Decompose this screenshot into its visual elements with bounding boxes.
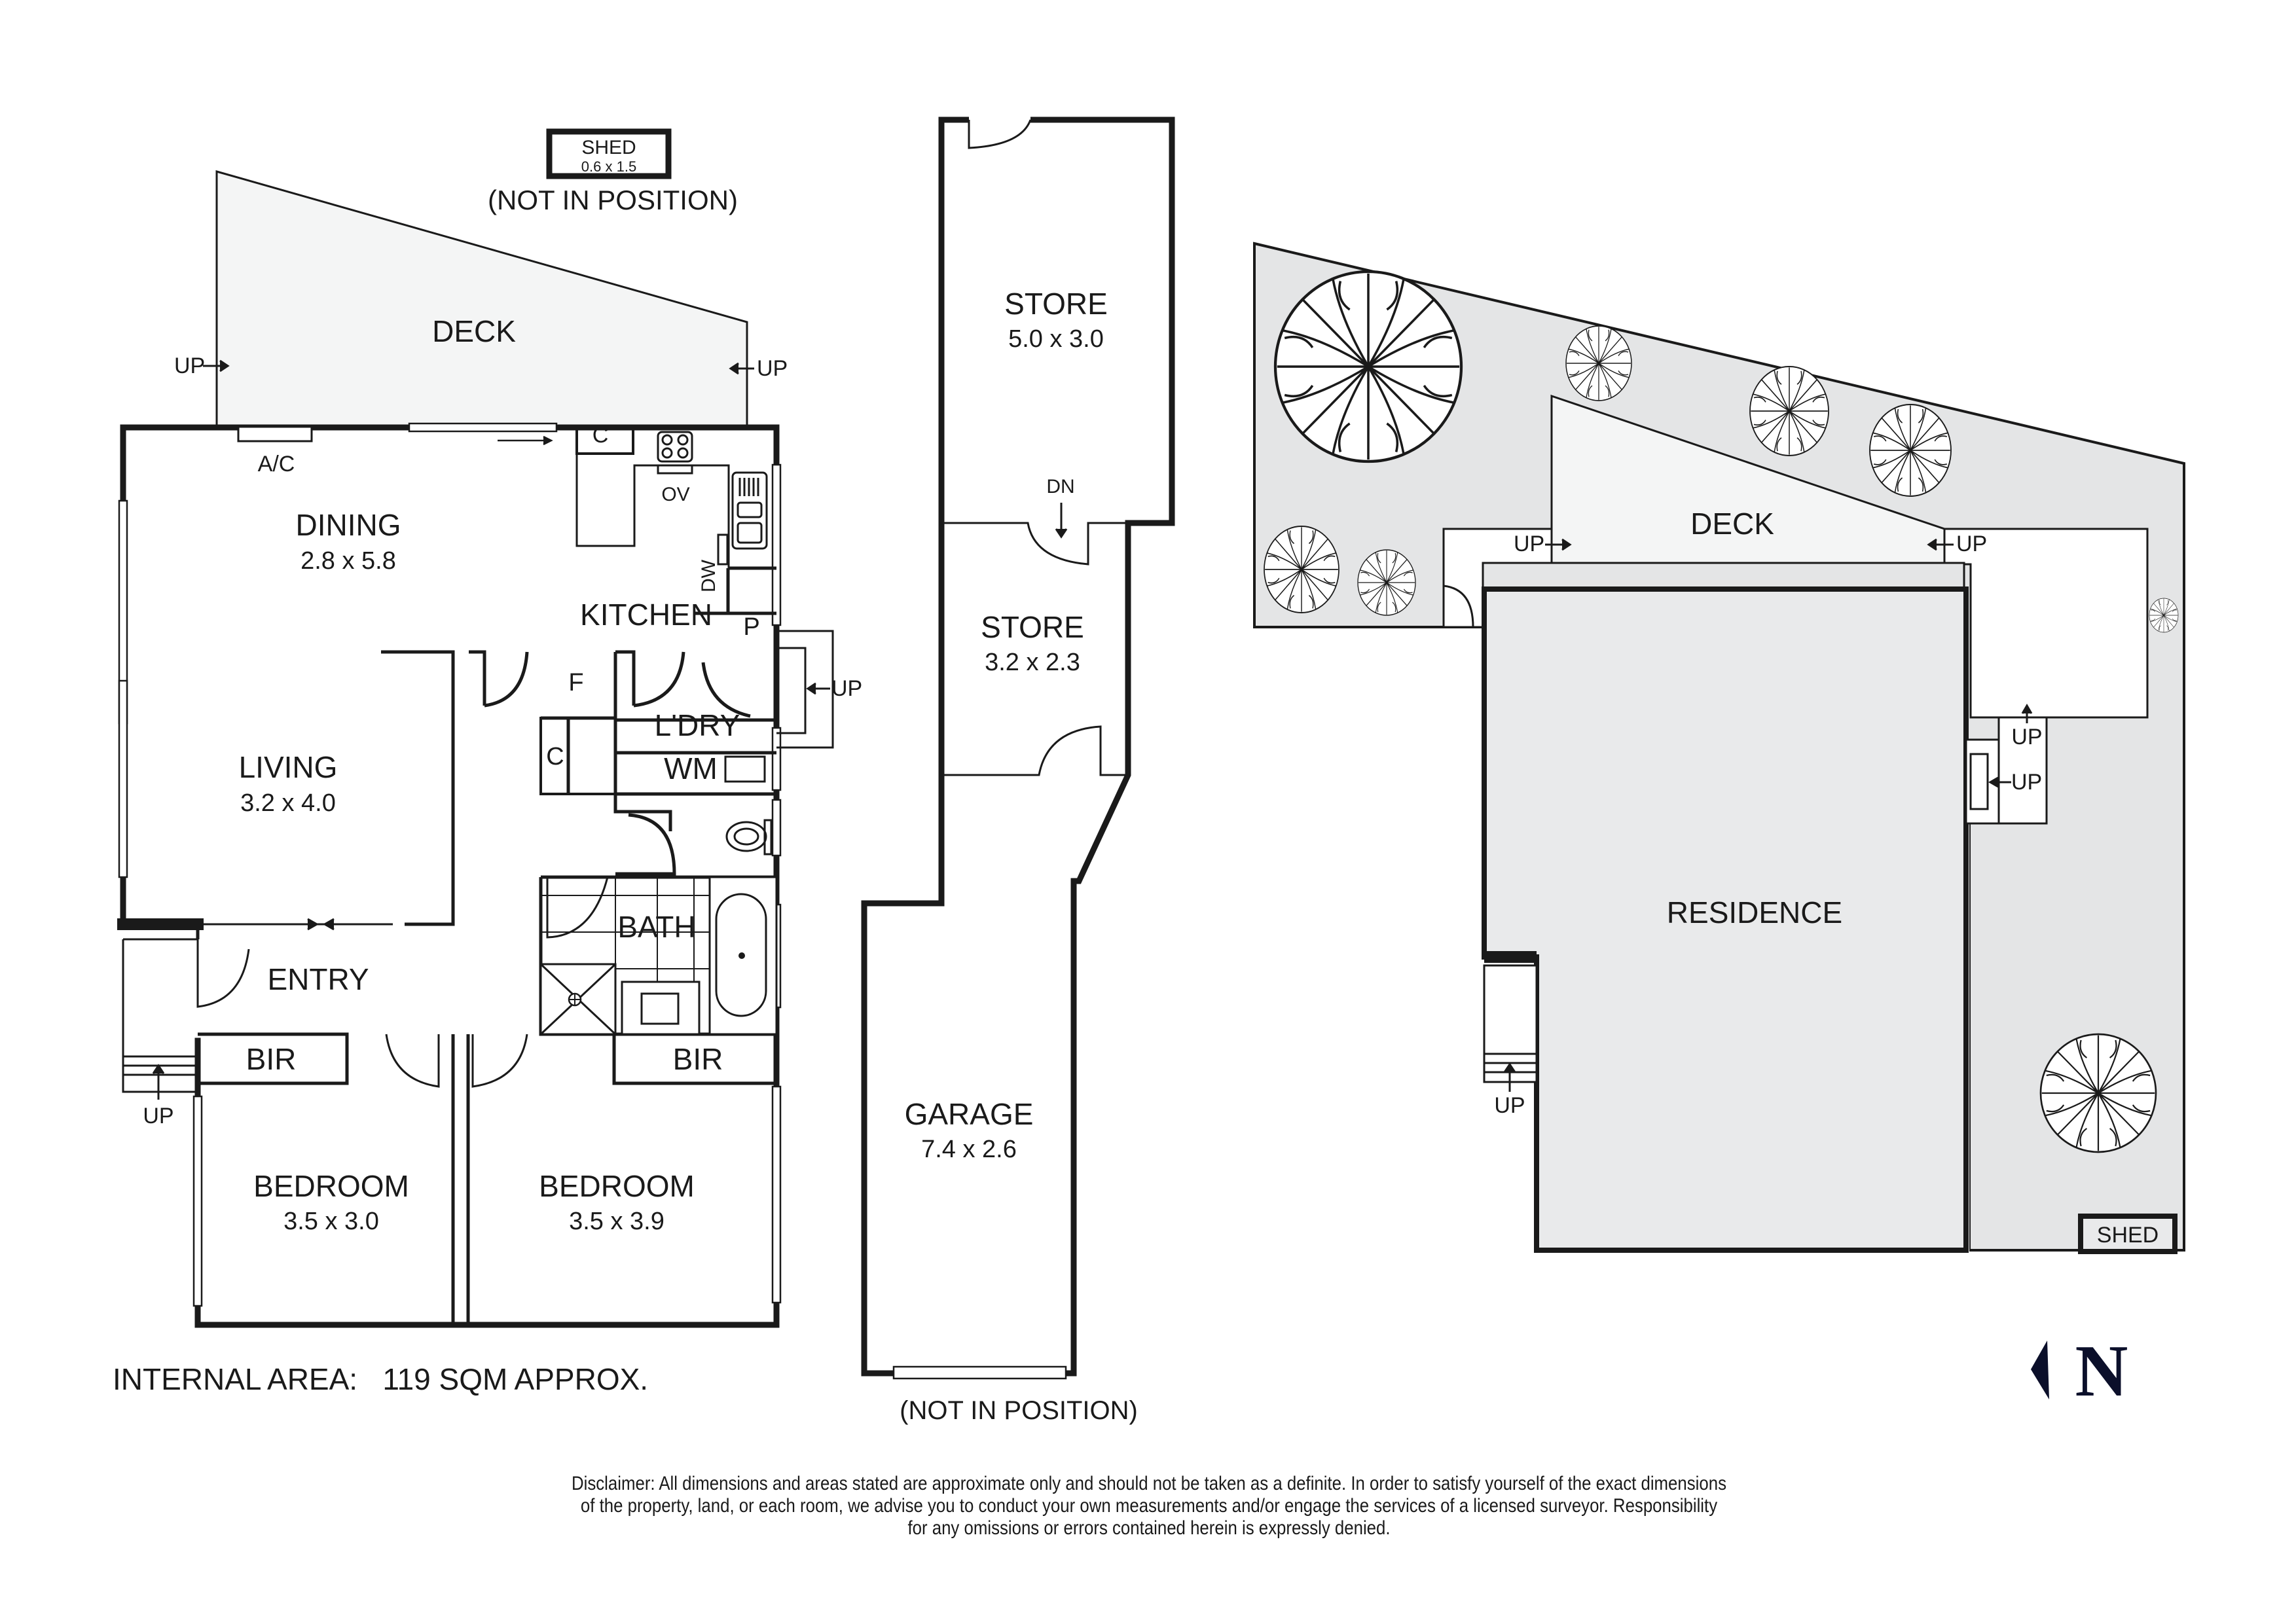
bedroom-1-dims: 3.5 x 3.0: [283, 1208, 379, 1235]
ac-label: A/C: [258, 452, 295, 477]
bedroom-2-dims: 3.5 x 3.9: [569, 1208, 665, 1235]
dining-dims: 2.8 x 5.8: [301, 547, 396, 575]
deck-label: DECK: [432, 314, 516, 348]
dishwasher-label: DW: [698, 559, 720, 592]
entry-label: ENTRY: [267, 962, 369, 996]
site-shed-label: SHED: [2097, 1223, 2159, 1248]
site-entry-up-arrow-icon: [1503, 1062, 1516, 1092]
garage-label: GARAGE: [905, 1097, 1034, 1131]
site-deck-edge: [1482, 562, 1965, 590]
site-deck-label: DECK: [1690, 507, 1774, 541]
site-gate-icon: [1443, 585, 1474, 628]
internal-area: INTERNAL AREA: 119 SQM APPROX.: [113, 1361, 648, 1397]
shed-dims: 0.6 x 1.5: [581, 158, 636, 175]
disclaimer-line-2: of the property, land, or each room, we …: [580, 1495, 1718, 1517]
site-shed-box: [2078, 1214, 2178, 1254]
cupboard-2-label: C: [546, 743, 564, 770]
entry-sliding-arrows-icon: [275, 918, 367, 931]
bedroom-2-label: BEDROOM: [539, 1169, 695, 1203]
site-deck-right-up-arrow-icon: [1927, 538, 1954, 551]
internal-area-value: 119 SQM APPROX.: [382, 1362, 649, 1396]
washing-machine-icon: [724, 755, 766, 783]
shed-label-box: SHED 0.6 x 1.5: [546, 128, 672, 179]
deck-right-up-arrow-icon: [729, 362, 754, 375]
stair-down-arrow-icon: [1055, 503, 1068, 539]
living-dims: 3.2 x 4.0: [240, 789, 336, 817]
laundry-up-label: UP: [831, 676, 862, 701]
store-2-dims: 3.2 x 2.3: [985, 649, 1080, 676]
cupboard-label: C: [592, 423, 609, 448]
tree-icon: [1565, 325, 1632, 401]
garage-not-in-position-note: (NOT IN POSITION): [900, 1396, 1138, 1425]
tree-icon: [1275, 272, 1461, 461]
site-entry-up-label: UP: [1494, 1093, 1525, 1118]
oven-label: OV: [661, 484, 689, 505]
laundry-up-arrow-icon: [806, 682, 830, 695]
bir-1-label: BIR: [246, 1042, 297, 1076]
north-arrow: N: [2031, 1331, 2128, 1412]
shed-name: SHED: [581, 137, 636, 158]
stair-down-label: DN: [1046, 476, 1074, 497]
deck-right-up-label: UP: [757, 356, 788, 381]
internal-area-label: INTERNAL AREA:: [113, 1362, 358, 1396]
shed-not-in-position-note: (NOT IN POSITION): [488, 185, 738, 215]
kitchen-label: KITCHEN: [580, 598, 712, 632]
sliding-door-arrow-icon: [498, 435, 553, 446]
bedroom-1-label: BEDROOM: [253, 1169, 409, 1203]
living-label: LIVING: [239, 750, 338, 784]
bir-2-label: BIR: [673, 1042, 723, 1076]
windows: [118, 422, 782, 1307]
garage-dims: 7.4 x 2.6: [921, 1136, 1017, 1163]
bath-label: BATH: [617, 910, 695, 944]
tree-icon: [1749, 365, 1830, 457]
tree-icon: [1868, 403, 1952, 497]
garage-door: [892, 1365, 1067, 1380]
bedroom-doors: [385, 1034, 528, 1088]
bathroom-fixtures: [539, 876, 778, 1036]
dining-label: DINING: [296, 508, 401, 542]
tree-icon: [1264, 526, 1339, 613]
site-deck-left-up-arrow-icon: [1545, 538, 1572, 551]
tree-icon: [2039, 1033, 2157, 1153]
disclaimer-line-1: Disclaimer: All dimensions and areas sta…: [572, 1473, 1726, 1494]
north-letter: N: [2075, 1331, 2128, 1412]
washing-machine-label: WM: [664, 751, 718, 785]
site-deck-left-up-label: UP: [1514, 532, 1544, 556]
store-1-dims: 5.0 x 3.0: [1008, 325, 1104, 353]
tree-icon: [1357, 549, 1416, 616]
store-2-label: STORE: [981, 610, 1084, 644]
site-path-right: [1943, 528, 2149, 719]
site-side-up-arrow-icon-2: [1988, 776, 2011, 788]
entry-up-label: UP: [143, 1104, 173, 1128]
laundry-label: L'DRY: [655, 708, 740, 742]
store-1-label: STORE: [1004, 287, 1108, 321]
kitchen-fixtures: [575, 426, 776, 615]
store-doors: [941, 119, 1128, 776]
deck-left-up-arrow-icon: [203, 359, 230, 372]
disclaimer-line-3: for any omissions or errors contained he…: [907, 1517, 1391, 1539]
toilet-icon: [725, 819, 773, 856]
site-side-up-arrow-icon-1: [2021, 704, 2033, 723]
site-deck-right-up-label: UP: [1956, 532, 1987, 556]
disclaimer: Disclaimer: All dimensions and areas sta…: [476, 1473, 1821, 1540]
fridge-label: F: [568, 669, 583, 696]
site-side-up-label-1: UP: [2011, 725, 2042, 749]
site-entry-stairs: [1483, 964, 1538, 1083]
site-side-up-label-2: UP: [2011, 770, 2042, 795]
pantry-label: P: [743, 613, 759, 641]
deck-left-up-label: UP: [174, 353, 205, 378]
entry-up-arrow-icon: [152, 1064, 165, 1100]
tree-icon: [2149, 598, 2179, 633]
site-residence-label: RESIDENCE: [1667, 895, 1842, 929]
north-arrow-icon: [2031, 1341, 2049, 1399]
